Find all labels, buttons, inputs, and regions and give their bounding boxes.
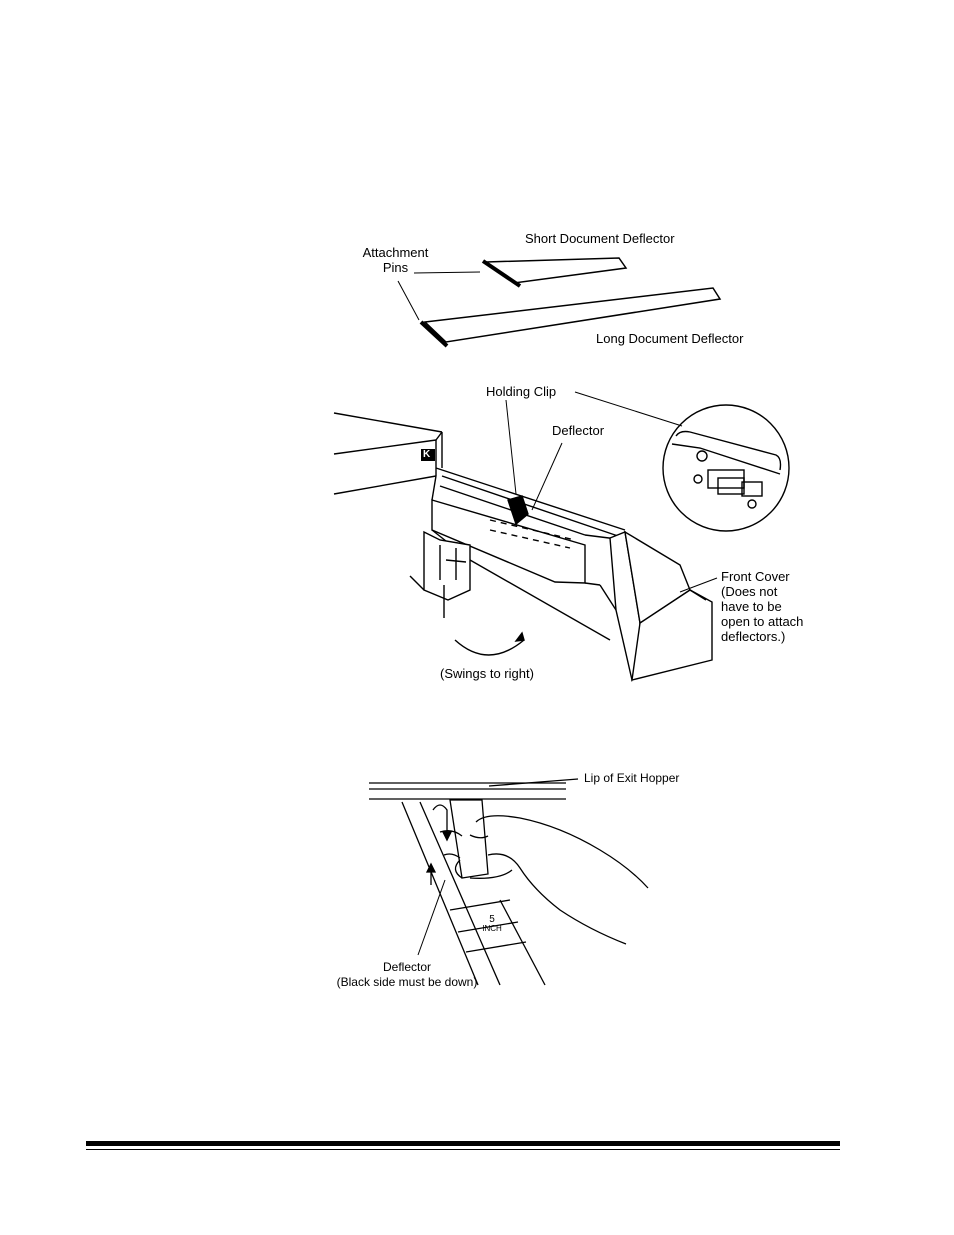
clip-detail-circle bbox=[662, 404, 790, 532]
deflector-note-line1: Deflector bbox=[382, 960, 432, 974]
inch-unit: INCH bbox=[482, 924, 502, 933]
long-deflector bbox=[419, 287, 722, 348]
inch-number: 5 bbox=[489, 914, 495, 925]
logo-letter: K bbox=[423, 449, 431, 460]
front-cover-label-line4: open to attach bbox=[721, 614, 804, 629]
long-deflector-label: Long Document Deflector bbox=[596, 331, 744, 346]
deflector-label: Deflector bbox=[552, 423, 605, 438]
front-cover-label-line1: Front Cover bbox=[721, 569, 790, 584]
short-deflector bbox=[481, 257, 628, 288]
short-deflector-label: Short Document Deflector bbox=[525, 231, 675, 246]
footer-rule-thick bbox=[86, 1141, 840, 1146]
attachment-pins-label-line2: Pins bbox=[382, 260, 409, 275]
front-cover-label-line3: have to be bbox=[721, 599, 782, 614]
deflector-note-line2: (Black side must be down) bbox=[336, 975, 478, 989]
swings-right-label: (Swings to right) bbox=[440, 666, 534, 681]
logo-badge bbox=[421, 449, 435, 461]
front-cover-label-line2: (Does not bbox=[721, 584, 778, 599]
machine-body bbox=[333, 412, 713, 683]
holding-clip-label: Holding Clip bbox=[486, 384, 557, 399]
attachment-pins-label-line1: Attachment bbox=[362, 245, 429, 260]
lip-exit-hopper-label: Lip of Exit Hopper bbox=[584, 771, 680, 785]
front-cover-label-line5: deflectors.) bbox=[721, 629, 786, 644]
footer-rule-thin bbox=[86, 1149, 840, 1150]
